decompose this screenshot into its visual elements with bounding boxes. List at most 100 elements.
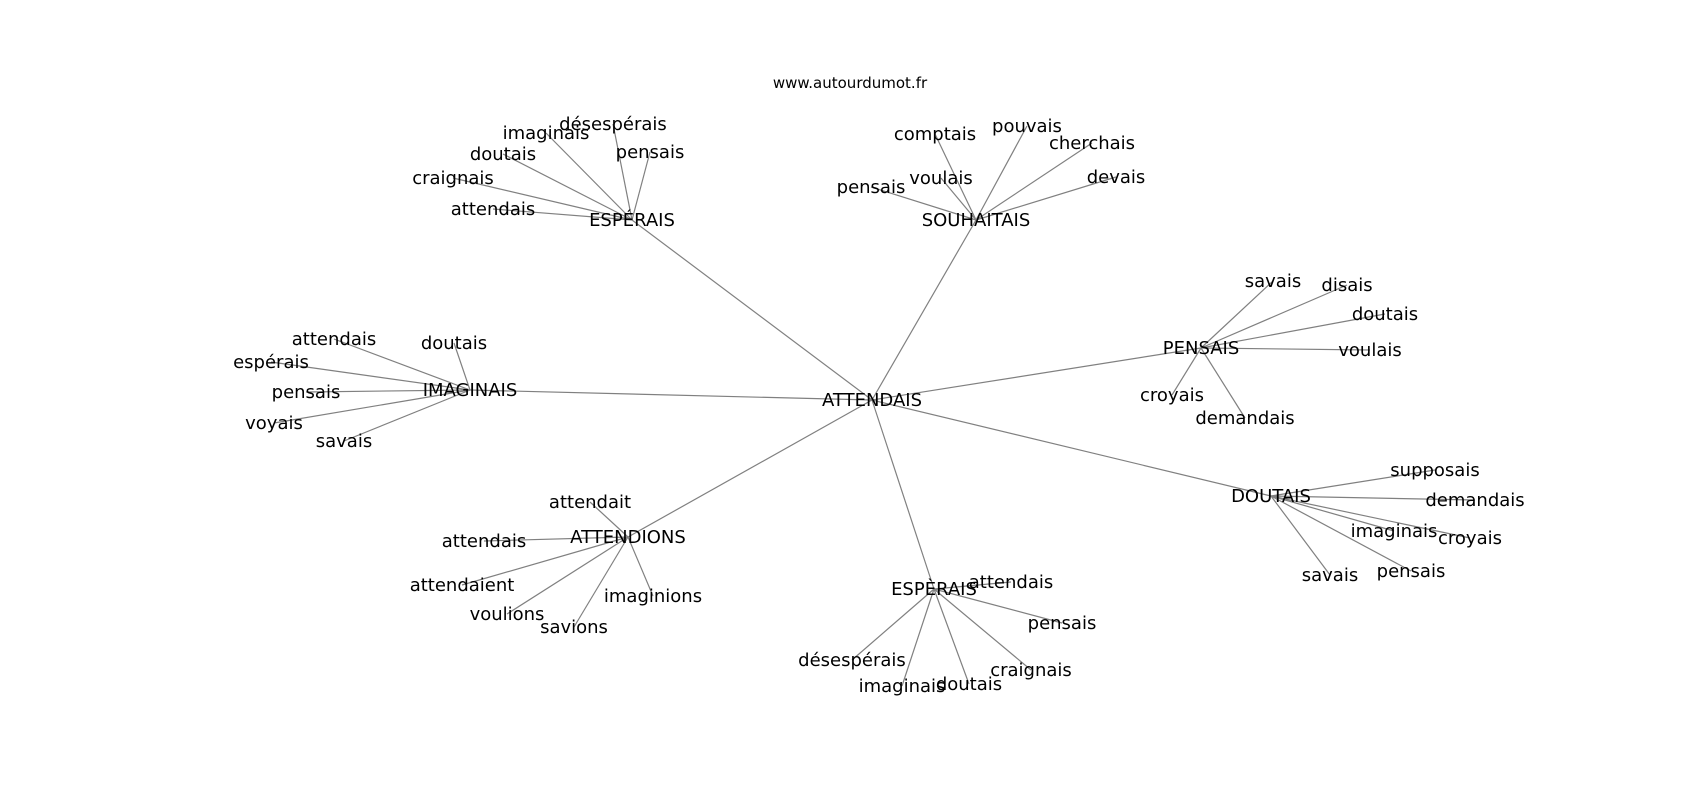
hub-to-leaf-edge [1270, 495, 1476, 501]
graph-edges [270, 123, 1476, 687]
leaf-node-label: imaginions [604, 586, 702, 607]
hub-to-leaf-edge [502, 153, 633, 221]
hub-to-leaf-edge [1200, 284, 1348, 349]
leaf-node-label: imaginais [859, 676, 946, 697]
hub-node-label: ATTENDIONS [570, 527, 686, 548]
center-to-hub-edge [871, 399, 935, 590]
leaf-node-label: pensais [837, 177, 906, 198]
hub-to-leaf-edge [1270, 469, 1436, 497]
hub-to-leaf-edge [1270, 495, 1412, 572]
hub-to-leaf-edge [851, 588, 935, 661]
hub-to-leaf-edge [933, 588, 970, 685]
center-to-hub-edge [631, 219, 873, 401]
leaf-node-label: pensais [272, 382, 341, 403]
leaf-node-label: craignais [990, 660, 1072, 681]
hub-to-leaf-edge [343, 389, 471, 442]
hub-to-leaf-edge [506, 536, 629, 615]
leaf-node-label: doutais [936, 674, 1002, 695]
leaf-node-label: attendais [292, 329, 376, 350]
leaf-node-label: attendaient [410, 575, 515, 596]
leaf-node-label: pensais [1377, 561, 1446, 582]
leaf-node-label: savais [1245, 271, 1301, 292]
leaf-node-label: disais [1321, 275, 1372, 296]
leaf-node-label: imaginais [503, 123, 590, 144]
leaf-node-label: voulais [1338, 340, 1401, 361]
hub-to-leaf-edge [483, 536, 629, 542]
hub-to-leaf-edge [933, 581, 1012, 590]
hub-to-leaf-edge [975, 176, 1117, 221]
leaf-node-label: croyais [1438, 528, 1502, 549]
leaf-node-label: doutais [470, 144, 536, 165]
leaf-node-label: pensais [616, 142, 685, 163]
hub-to-leaf-edge [453, 342, 471, 391]
hub-to-leaf-edge [545, 132, 633, 221]
hub-to-leaf-edge [631, 151, 651, 221]
hub-to-leaf-edge [933, 588, 1063, 624]
hub-to-leaf-edge [870, 186, 977, 221]
hub-to-leaf-edge [934, 133, 977, 221]
hub-to-leaf-edge [573, 536, 629, 628]
leaf-node-label: supposais [1390, 460, 1479, 481]
source-label: www.autourdumot.fr [773, 74, 928, 92]
hub-to-leaf-edge [589, 501, 629, 538]
leaf-node-label: imaginais [1351, 521, 1438, 542]
hub-to-leaf-edge [627, 536, 654, 597]
leaf-node-label: savions [540, 617, 608, 638]
leaf-node-label: attendais [451, 199, 535, 220]
leaf-node-label: espérais [233, 352, 309, 373]
hub-to-leaf-edge [1270, 495, 1395, 532]
leaf-node-label: savais [316, 431, 372, 452]
hub-to-leaf-edge [1270, 495, 1471, 539]
graph-labels: ATTENDAISESPÉRAISdésespéraisimaginaisdou… [233, 114, 1525, 697]
hub-to-leaf-edge [1200, 347, 1371, 351]
leaf-node-label: voulions [470, 604, 545, 625]
leaf-node-label: désespérais [798, 650, 906, 671]
leaf-node-label: savais [1302, 565, 1358, 586]
leaf-node-label: doutais [1352, 304, 1418, 325]
hub-to-leaf-edge [901, 588, 935, 687]
leaf-node-label: cherchais [1049, 133, 1135, 154]
hub-to-leaf-edge [492, 208, 633, 221]
hub-node-label: PENSAIS [1163, 338, 1240, 359]
hub-to-leaf-edge [975, 125, 1028, 221]
leaf-node-label: demandais [1425, 490, 1524, 511]
center-to-hub-edge [871, 399, 1272, 497]
leaf-node-label: pensais [1028, 613, 1097, 634]
hub-node-label: ESPÈRAIS [891, 578, 977, 600]
hub-node-label: DOUTAIS [1231, 486, 1311, 507]
hub-to-leaf-edge [270, 361, 471, 391]
hub-to-leaf-edge [975, 142, 1093, 221]
leaf-node-label: craignais [412, 168, 494, 189]
hub-to-leaf-edge [1171, 347, 1202, 396]
hub-to-leaf-edge [305, 389, 471, 393]
leaf-node-label: désespérais [559, 114, 667, 135]
leaf-node-label: attendait [549, 492, 631, 513]
hub-to-leaf-edge [940, 177, 977, 221]
hub-to-leaf-edge [452, 177, 633, 221]
hub-to-leaf-edge [461, 536, 629, 586]
center-to-hub-edge [469, 389, 873, 401]
leaf-node-label: doutais [421, 333, 487, 354]
hub-to-leaf-edge [333, 338, 471, 391]
leaf-node-label: attendais [969, 572, 1053, 593]
leaf-node-label: voyais [245, 413, 303, 434]
leaf-node-label: comptais [894, 124, 976, 145]
leaf-node-label: demandais [1195, 408, 1294, 429]
hub-to-leaf-edge [612, 123, 633, 221]
hub-node-label: ESPÉRAIS [589, 209, 675, 231]
center-node-label: ATTENDAIS [822, 390, 922, 411]
hub-to-leaf-edge [1270, 495, 1331, 576]
leaf-node-label: devais [1087, 167, 1146, 188]
center-to-hub-edge [871, 347, 1202, 401]
hub-to-leaf-edge [933, 588, 1032, 671]
hub-to-leaf-edge [1200, 280, 1274, 349]
hub-to-leaf-edge [1200, 347, 1246, 419]
leaf-node-label: attendais [442, 531, 526, 552]
center-to-hub-edge [871, 219, 977, 401]
hub-node-label: SOUHAITAIS [922, 210, 1031, 231]
leaf-node-label: voulais [909, 168, 972, 189]
hub-to-leaf-edge [1200, 313, 1386, 349]
leaf-node-label: croyais [1140, 385, 1204, 406]
hub-to-leaf-edge [273, 389, 471, 424]
